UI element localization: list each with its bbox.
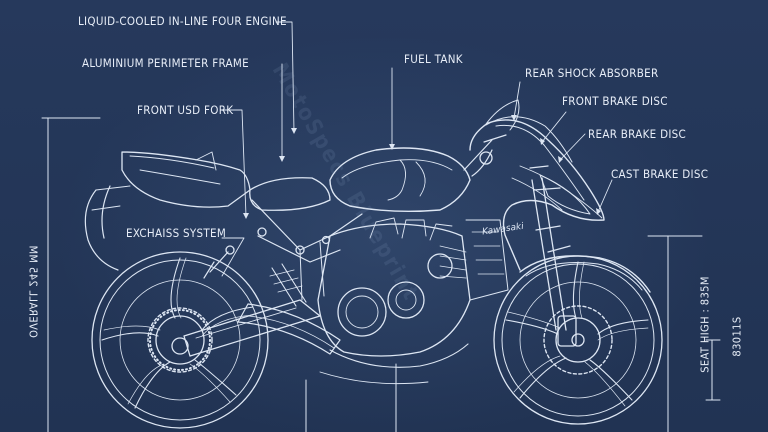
tail-section (121, 151, 251, 208)
seat (249, 177, 331, 211)
exhaust (237, 303, 341, 355)
front-fender (519, 255, 651, 293)
overall-dimension-label: OVERALL 245 MM (26, 245, 40, 338)
front-fork (529, 165, 571, 331)
cast-brake-label: CAST BRAKE DISC (611, 167, 709, 181)
tank-logo: Kawasaki (481, 222, 524, 238)
front-brake-label: FRONT BRAKE DISC (562, 94, 668, 108)
overall-dimension-line (41, 117, 101, 432)
leader-lines (221, 21, 613, 277)
exhaust-label: EXCHAISS SYSTEM (126, 226, 227, 240)
rear-wheel (91, 251, 269, 429)
rear-shock-label: REAR SHOCK ABSORBER (525, 66, 659, 80)
front-wheel (493, 255, 663, 425)
fuel-tank (329, 147, 471, 213)
rear-shock (269, 263, 307, 307)
fuel-tank-label: FUEL TANK (404, 52, 463, 66)
seat-height-label: SEAT HIGH : 835M (698, 276, 712, 373)
perimeter-frame (251, 199, 363, 301)
engine (317, 217, 471, 385)
swingarm (183, 299, 321, 357)
frame-label: ALUMINIUM PERIMETER FRAME (82, 56, 249, 70)
front-fork-label: FRONT USD FORK (137, 103, 234, 117)
rear-brake-label: REAR BRAKE DISC (588, 127, 687, 141)
engine-label: LIQUID-COOLED IN-LINE FOUR ENGINE (78, 14, 287, 28)
seat-code-label: 83011S (730, 316, 744, 357)
front-fairing (469, 119, 605, 271)
seat-height-dimension-line (647, 235, 721, 432)
